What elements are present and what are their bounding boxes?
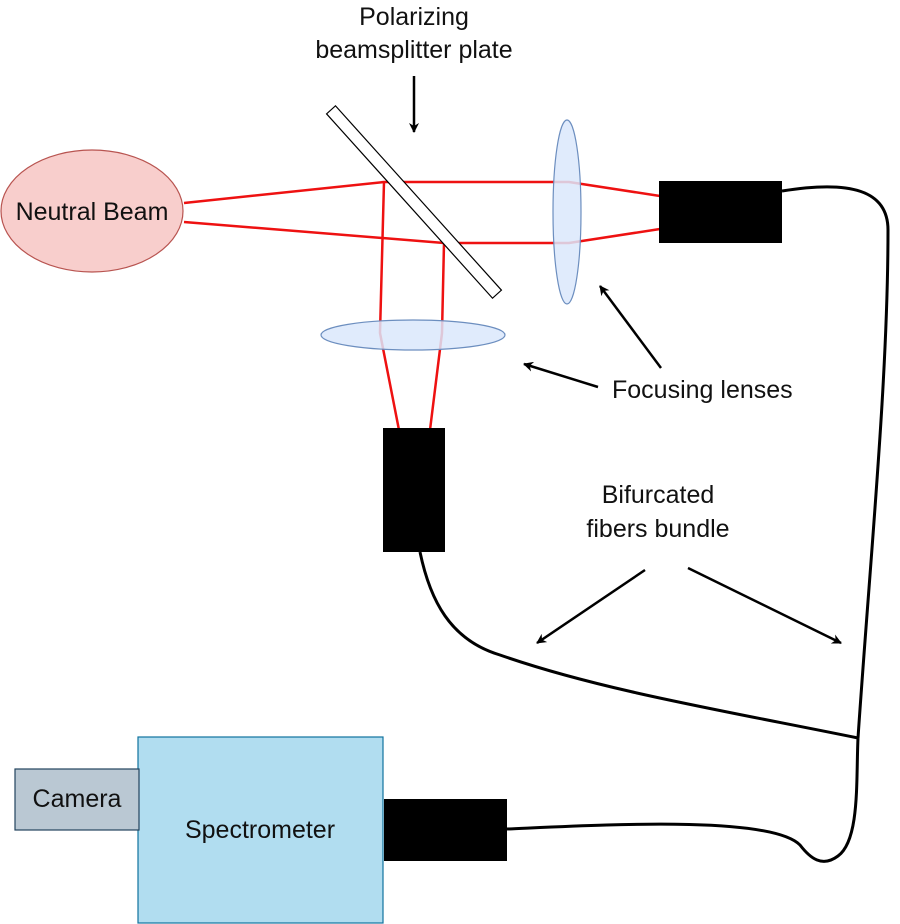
camera-label: Camera	[33, 785, 122, 813]
neutral-beam-label: Neutral Beam	[16, 198, 169, 226]
vertical-focusing-lens	[552, 119, 582, 305]
arrow-to-vertical-lens	[598, 285, 663, 369]
beamsplitter-plate	[325, 104, 503, 300]
fiber-connector-spectrometer	[384, 799, 507, 861]
bifurcated-fiber-bundle	[418, 185, 890, 863]
spectrometer-box	[137, 736, 384, 924]
arrow-to-horizontal-lens	[523, 361, 599, 389]
fiber-connector-vertical	[383, 428, 445, 552]
fiber-branch-left	[418, 551, 859, 740]
ray-upper	[183, 180, 661, 205]
arrow-to-right-fiber	[687, 566, 842, 645]
focusing-lenses-label: Focusing lenses	[612, 376, 793, 404]
fiber-trunk	[506, 737, 860, 863]
arrow-to-left-fiber	[536, 568, 646, 645]
horizontal-focusing-lens	[320, 319, 506, 351]
annotation-arrows	[409, 76, 842, 645]
neutral-beam-source	[0, 149, 184, 273]
fiber-connector-horizontal	[659, 181, 782, 243]
bifurcated-label-line2: fibers bundle	[586, 515, 729, 543]
ray-reflected-left	[378, 181, 401, 431]
spectrometer-label: Spectrometer	[185, 816, 335, 844]
ray-lower	[183, 220, 661, 245]
camera-box	[14, 768, 140, 831]
bifurcated-label-line1: Bifurcated	[602, 481, 715, 509]
polarizer-label-line1: Polarizing	[359, 3, 469, 31]
fiber-branch-right	[781, 185, 890, 739]
polarizer-label-line2: beamsplitter plate	[315, 36, 512, 64]
